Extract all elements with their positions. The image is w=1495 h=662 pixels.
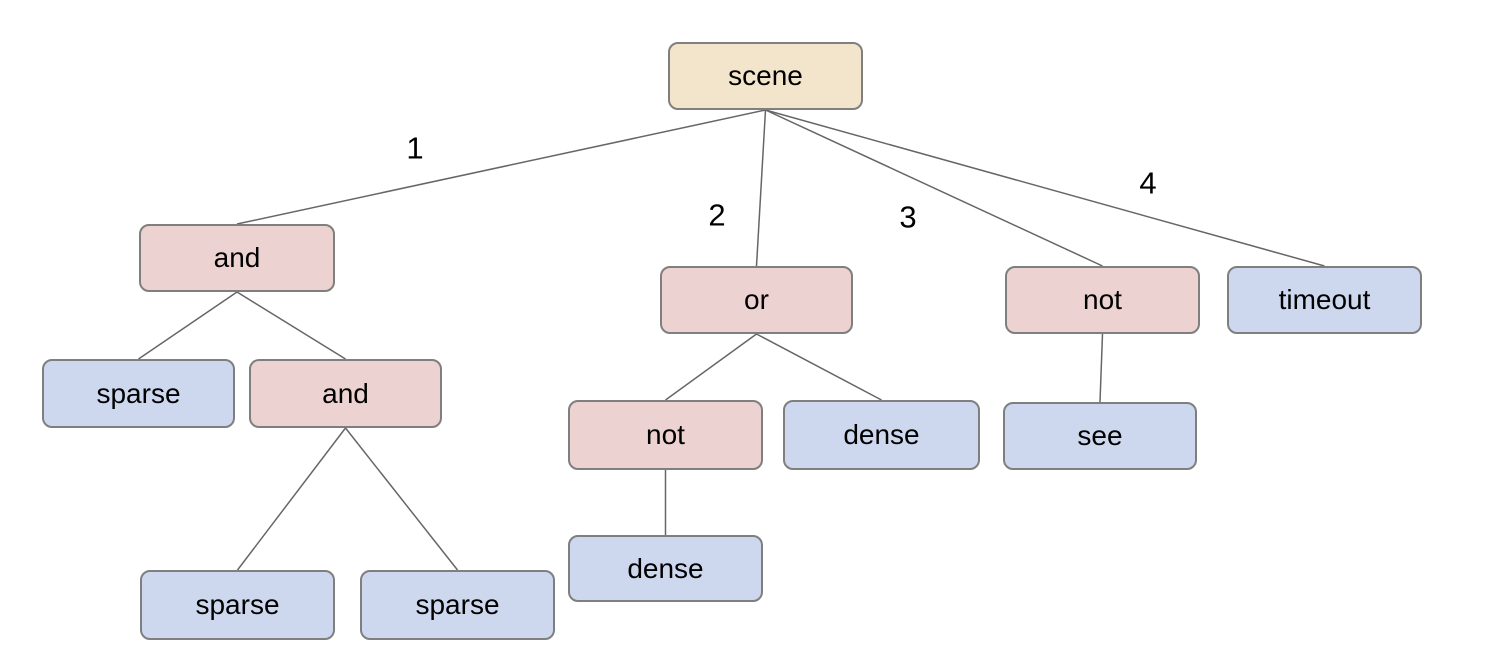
edge-and-1-to-and-2	[236, 291, 346, 360]
node-label: scene	[728, 60, 803, 91]
node-or-1: or	[660, 266, 853, 334]
node-label: not	[1083, 284, 1122, 315]
node-and-1: and	[139, 224, 335, 292]
node-label: and	[213, 242, 261, 273]
node-dense-2: dense	[568, 535, 763, 602]
edge-scene-to-and-1	[236, 109, 766, 225]
node-not-1: not	[1005, 266, 1200, 334]
edge-and-1-to-sparse-1	[138, 291, 238, 360]
node-not-2: not	[568, 400, 763, 470]
node-scene: scene	[668, 42, 863, 110]
node-sparse-3: sparse	[360, 570, 555, 640]
edge-label-3: 3	[899, 199, 917, 235]
edge-not-1-to-see-1	[1099, 333, 1104, 403]
edge-label-1: 1	[406, 130, 424, 166]
edge-scene-to-timeout-1	[765, 109, 1325, 267]
node-label: or	[744, 284, 769, 315]
edge-scene-to-not-1	[765, 109, 1103, 267]
node-timeout-1: timeout	[1227, 266, 1422, 334]
node-label: sparse	[415, 589, 500, 620]
node-label: sparse	[195, 589, 280, 620]
edge-label-2: 2	[708, 197, 726, 233]
edge-or-1-to-dense-1	[756, 333, 882, 401]
node-see-1: see	[1003, 402, 1197, 470]
node-sparse-1: sparse	[42, 359, 235, 428]
node-sparse-2: sparse	[140, 570, 335, 640]
node-label: see	[1077, 420, 1123, 451]
edge-and-2-to-sparse-3	[344, 427, 459, 571]
edge-label-4: 4	[1139, 165, 1157, 201]
node-label: and	[322, 377, 369, 409]
node-dense-1: dense	[783, 400, 980, 470]
node-label: dense	[627, 552, 704, 584]
edge-scene-to-or-1	[755, 109, 767, 267]
edge-and-2-to-sparse-2	[236, 427, 347, 571]
node-label: sparse	[96, 377, 181, 409]
node-label: timeout	[1278, 284, 1371, 315]
node-and-2: and	[249, 359, 442, 428]
edge-or-1-to-not-2	[665, 333, 757, 401]
node-label: not	[646, 419, 685, 450]
node-label: dense	[843, 419, 920, 450]
